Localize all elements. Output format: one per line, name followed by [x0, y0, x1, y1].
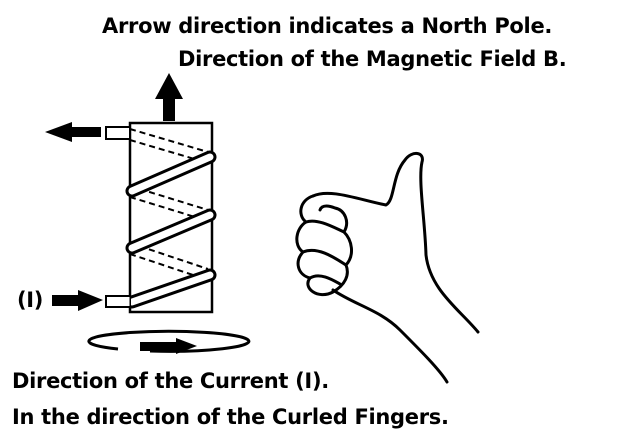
- north-pole-caption: Arrow direction indicates a North Pole.: [102, 14, 553, 38]
- coil-front-windings: [125, 150, 217, 309]
- current-direction-caption: Direction of the Current (I).: [12, 369, 329, 393]
- current-out-arrow: [45, 122, 101, 142]
- field-direction-caption: Direction of the Magnetic Field B.: [178, 47, 567, 71]
- current-label: (I): [17, 288, 44, 312]
- coil-leads: [105, 126, 131, 308]
- curled-fingers-caption: In the direction of the Curled Fingers.: [12, 405, 449, 429]
- current-in-arrow: [52, 290, 103, 311]
- rotation-ellipse: [87, 329, 251, 354]
- right-hand-icon: [295, 152, 480, 384]
- field-arrow-up: [155, 73, 183, 121]
